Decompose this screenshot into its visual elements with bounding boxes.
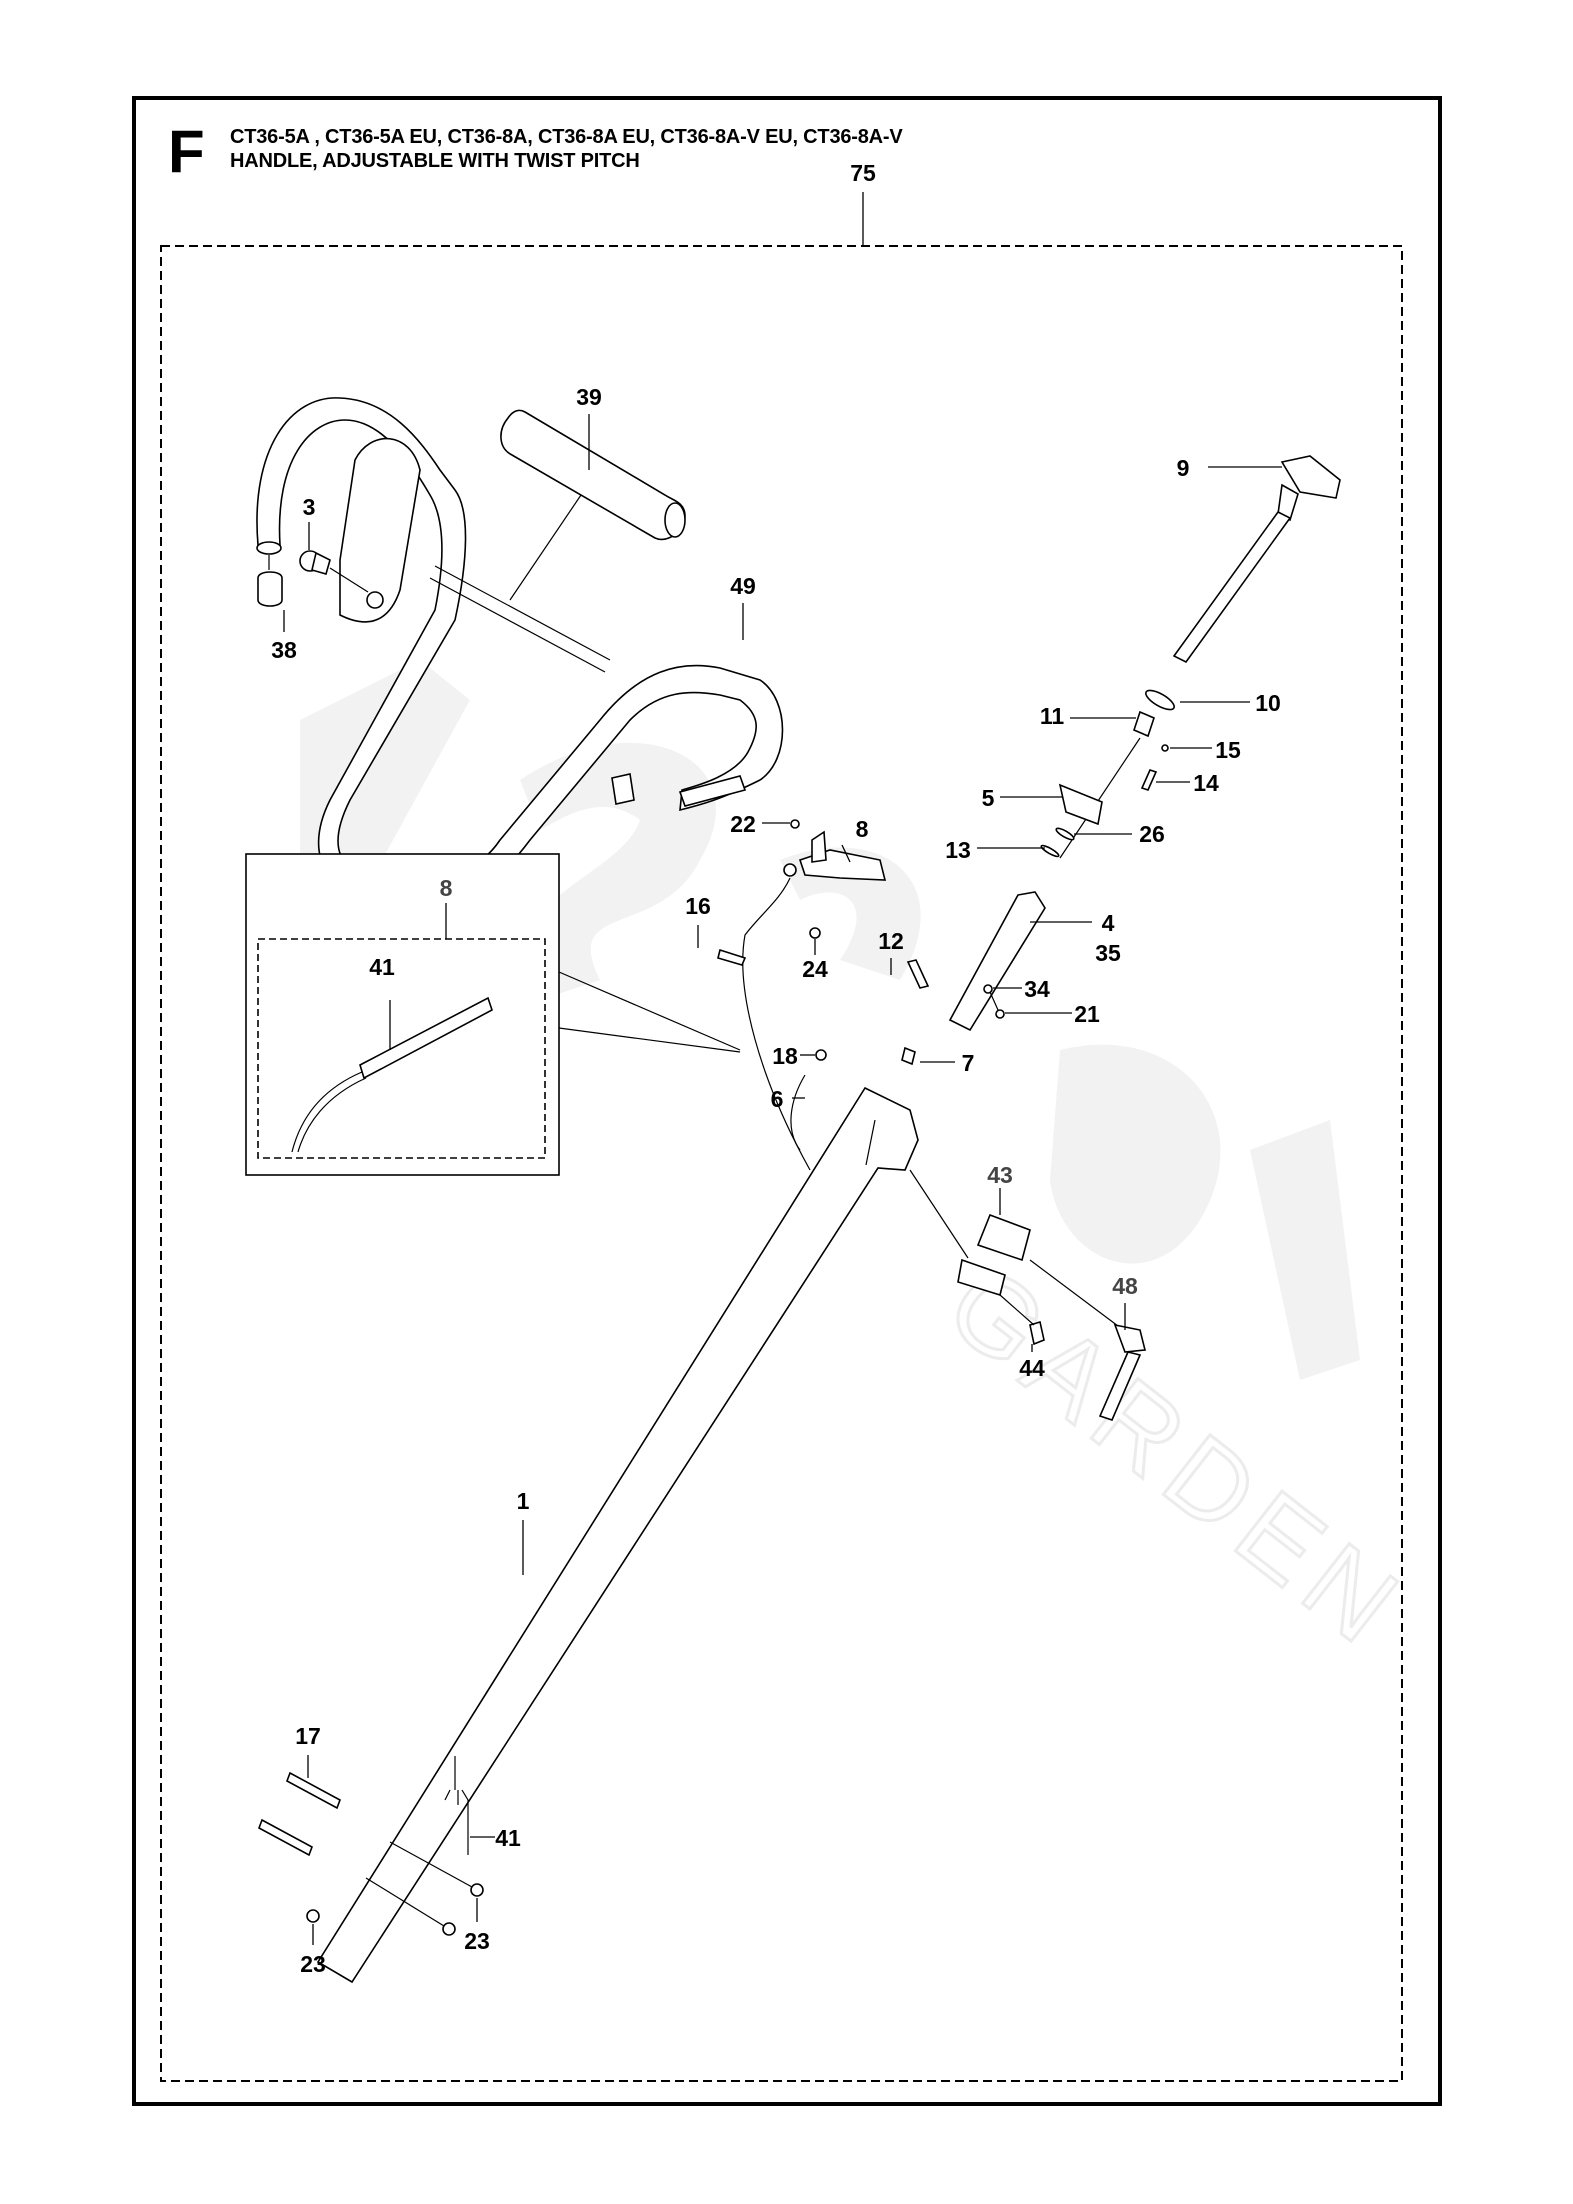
label-44[interactable]: 44 bbox=[1019, 1355, 1045, 1381]
part-9-throttle-lever[interactable] bbox=[783, 830, 887, 881]
part-10-twist-knob[interactable] bbox=[1172, 455, 1341, 664]
part-4-grip-tube[interactable] bbox=[948, 891, 1046, 1032]
label-4[interactable]: 4 bbox=[1102, 910, 1115, 936]
part-3-screw[interactable] bbox=[299, 550, 369, 593]
part-18-bolt[interactable] bbox=[258, 1818, 313, 1857]
assembly-boundary bbox=[160, 245, 1403, 2082]
part-6-cable-clip[interactable] bbox=[790, 1074, 806, 1151]
part-43-clamp-bracket[interactable] bbox=[909, 1169, 1031, 1297]
label-13[interactable]: 12 bbox=[878, 928, 904, 954]
part-labels: 39 3 38 49 9 10 11 15 14 5 26 13 4 35 34… bbox=[271, 384, 1281, 1977]
label-22[interactable]: 22 bbox=[730, 811, 756, 837]
label-7[interactable]: 7 bbox=[962, 1050, 975, 1076]
label-35[interactable]: 35 bbox=[1095, 940, 1121, 966]
label-5[interactable]: 5 bbox=[982, 785, 995, 811]
leader-line bbox=[389, 1841, 473, 1888]
watermark-shape bbox=[300, 660, 470, 900]
model-list: CT36-5A , CT36-5A EU, CT36-8A, CT36-8A E… bbox=[230, 126, 903, 148]
label-16[interactable]: 15 bbox=[1215, 737, 1241, 763]
part-17-cable-tie[interactable] bbox=[717, 948, 747, 966]
label-9[interactable]: 8 bbox=[856, 816, 869, 842]
part-22-screw[interactable] bbox=[790, 819, 800, 829]
part-7-cable-eye[interactable] bbox=[901, 1046, 916, 1066]
part-23-nut[interactable] bbox=[470, 1883, 484, 1897]
label-10[interactable]: 9 bbox=[1177, 455, 1190, 481]
page-frame bbox=[132, 96, 1442, 2106]
label-18[interactable]: 17 bbox=[295, 1723, 321, 1749]
handle-bracket-plate bbox=[339, 437, 421, 623]
part-16-ball[interactable] bbox=[1161, 744, 1169, 752]
part-12-bushing[interactable] bbox=[1133, 710, 1155, 738]
label-21[interactable]: 21 bbox=[1074, 1001, 1100, 1027]
label-19[interactable]: 18 bbox=[772, 1043, 798, 1069]
label-38[interactable]: 39 bbox=[576, 384, 602, 410]
part-26-seal[interactable] bbox=[1055, 826, 1075, 841]
label-49[interactable]: 49 bbox=[730, 573, 756, 599]
label-43[interactable]: 43 bbox=[987, 1162, 1013, 1188]
part-23-nut[interactable] bbox=[442, 1922, 456, 1936]
inset-cable-kit bbox=[245, 853, 741, 1176]
throttle-cable bbox=[742, 877, 811, 1171]
part-39-wiring[interactable] bbox=[444, 1756, 469, 1855]
part-19-plug[interactable] bbox=[815, 1049, 827, 1061]
label-3[interactable]: 3 bbox=[303, 494, 316, 520]
part-11-washer-plate[interactable] bbox=[1143, 687, 1177, 713]
label-23[interactable]: 23 bbox=[464, 1928, 490, 1954]
label-8[interactable]: 8 bbox=[440, 875, 453, 901]
section-letter: F bbox=[168, 118, 205, 185]
assembly-number-label[interactable]: 75 bbox=[850, 160, 876, 186]
part-5-pitch-collar[interactable] bbox=[1058, 783, 1103, 826]
label-15[interactable]: 14 bbox=[1193, 770, 1219, 796]
part-21-screw[interactable] bbox=[995, 1009, 1005, 1019]
label-34[interactable]: 34 bbox=[1024, 976, 1050, 1002]
label-1[interactable]: 1 bbox=[517, 1488, 530, 1514]
watermark-shape bbox=[1050, 1044, 1221, 1264]
part-41-cable-end[interactable] bbox=[359, 996, 493, 1080]
part-36-end-cap[interactable] bbox=[256, 541, 283, 607]
label-26[interactable]: 26 bbox=[1139, 821, 1165, 847]
label-48[interactable]: 48 bbox=[1112, 1273, 1138, 1299]
watermark-shape bbox=[1250, 1120, 1360, 1380]
part-34-washer[interactable] bbox=[983, 984, 993, 994]
assembly-title: HANDLE, ADJUSTABLE WITH TWIST PITCH bbox=[230, 150, 640, 172]
label-17[interactable]: 16 bbox=[685, 893, 711, 919]
leader-line bbox=[999, 1294, 1035, 1326]
label-12[interactable]: 11 bbox=[1040, 703, 1065, 729]
label-36[interactable]: 38 bbox=[271, 637, 297, 663]
part-49-end-cap bbox=[611, 773, 635, 805]
label-11[interactable]: 10 bbox=[1255, 690, 1281, 716]
leader-line bbox=[989, 991, 999, 1011]
part-49-loop-handle[interactable] bbox=[256, 397, 784, 906]
leader-line bbox=[365, 1877, 445, 1927]
part-48-clamp-lever[interactable] bbox=[1029, 1259, 1147, 1421]
label-14[interactable]: 13 bbox=[945, 837, 971, 863]
part-24-nut[interactable] bbox=[809, 927, 821, 939]
part-1-shaft-tube[interactable] bbox=[316, 1086, 919, 1984]
label-23[interactable]: 23 bbox=[300, 1951, 326, 1977]
part-44-screw[interactable] bbox=[1029, 1320, 1045, 1346]
part-18-bolt[interactable] bbox=[286, 1771, 341, 1810]
watermark-shape bbox=[520, 742, 716, 1000]
label-24[interactable]: 24 bbox=[802, 956, 828, 982]
label-41[interactable]: 41 bbox=[369, 954, 395, 980]
part-23-nut[interactable] bbox=[306, 1909, 320, 1923]
leader-lines bbox=[283, 414, 1282, 1945]
part-38-handle-grip[interactable] bbox=[500, 409, 686, 601]
label-39[interactable]: 41 bbox=[495, 1825, 521, 1851]
part-13-pin[interactable] bbox=[906, 959, 930, 989]
label-6[interactable]: 6 bbox=[771, 1086, 784, 1112]
part-15-spring[interactable] bbox=[1140, 769, 1158, 791]
bracket-hole bbox=[366, 591, 384, 609]
part-14-o-ring[interactable] bbox=[1040, 844, 1060, 858]
